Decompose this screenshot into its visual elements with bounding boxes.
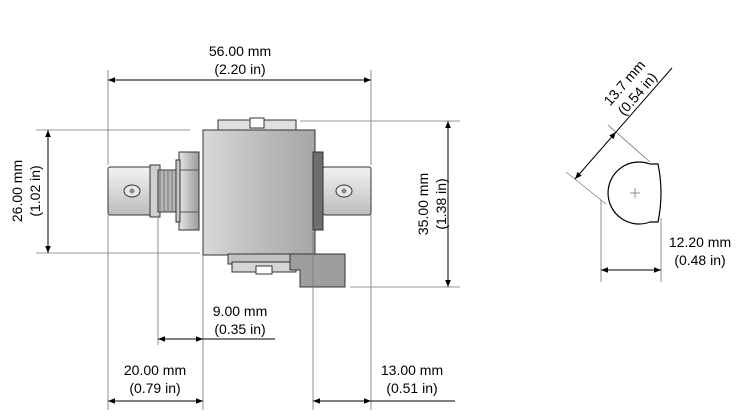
- right-offset-dimension: 13.00 mm (0.51 in): [312, 215, 455, 410]
- device-front-view: [107, 117, 372, 288]
- thread-length-in: (0.35 in): [214, 321, 265, 337]
- left-offset-mm: 20.00 mm: [124, 362, 186, 378]
- left-offset-in: (0.79 in): [129, 380, 180, 396]
- right-offset-mm: 13.00 mm: [381, 362, 443, 378]
- overall-height-mm: 26.00 mm: [9, 160, 25, 222]
- overall-length-in: (2.20 in): [214, 61, 265, 77]
- right-connector: [322, 166, 372, 216]
- right-collar: [312, 151, 324, 231]
- mounting-bracket: [227, 253, 346, 288]
- body-height-in: (1.38 in): [433, 178, 449, 229]
- left-connector: [107, 164, 161, 218]
- thread-length-mm: 9.00 mm: [213, 303, 267, 319]
- overall-length-mm: 56.00 mm: [209, 43, 271, 59]
- body-height-dimension: 35.00 mm (1.38 in): [300, 120, 460, 288]
- side-width-dimension: 12.20 mm (0.48 in): [600, 200, 731, 282]
- side-width-in: (0.48 in): [674, 252, 725, 268]
- overall-length-dimension: 56.00 mm (2.20 in): [107, 43, 372, 165]
- overall-height-in: (1.02 in): [27, 165, 43, 216]
- side-view: [607, 161, 662, 225]
- right-offset-in: (0.51 in): [386, 380, 437, 396]
- hex-nut: [175, 151, 200, 231]
- thread-length-dimension: 9.00 mm (0.35 in): [157, 215, 275, 345]
- body-height-mm: 35.00 mm: [415, 173, 431, 235]
- left-offset-dimension: 20.00 mm (0.79 in): [107, 215, 204, 410]
- overall-height-dimension: 26.00 mm (1.02 in): [9, 129, 200, 254]
- side-width-mm: 12.20 mm: [669, 234, 731, 250]
- main-body: [202, 129, 316, 256]
